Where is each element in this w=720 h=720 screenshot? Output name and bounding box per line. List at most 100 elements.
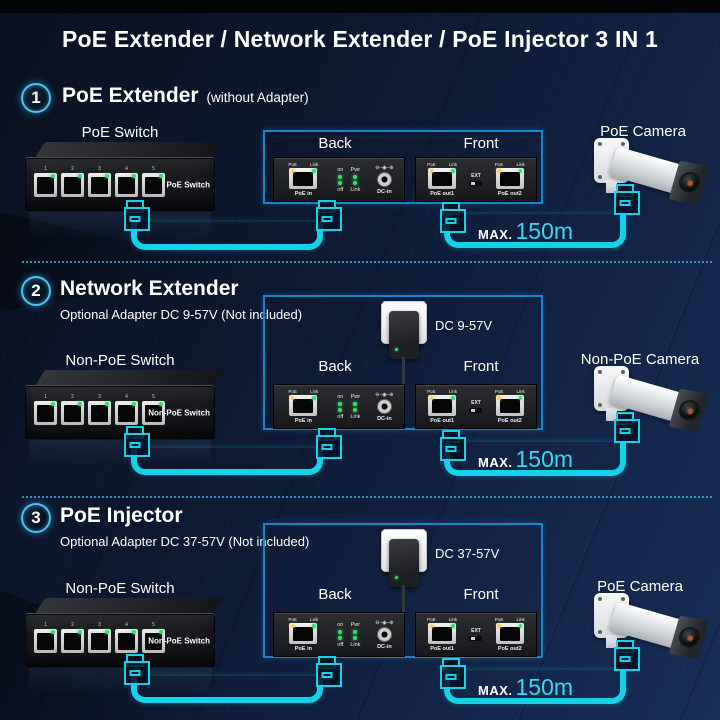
switch-port-row: 1 2 3 4 5 (34, 166, 165, 197)
ethernet-port-icon: 1 (34, 394, 57, 425)
poe-led-icon (429, 169, 434, 173)
camera-arm (606, 408, 617, 421)
bullet-camera (588, 364, 716, 436)
poe-led-icon (290, 396, 295, 400)
camera-arm (606, 635, 617, 648)
adapter-led-icon (395, 348, 398, 351)
ethernet-plug-icon (614, 184, 640, 215)
link-led-icon (451, 169, 455, 173)
switch-label: PoE Switch (81, 124, 159, 141)
dc-jack-icon (376, 398, 392, 414)
rj45-port-icon (495, 395, 524, 416)
section-number-badge: 1 (21, 83, 51, 113)
ext-switch: EXT (469, 628, 483, 641)
link-led-icon (312, 396, 316, 400)
status-led-icon (338, 629, 343, 634)
port-led-icon (159, 402, 163, 406)
port-led-icon (78, 402, 82, 406)
ethernet-port-icon: 5 (142, 394, 165, 425)
screw-icon (621, 370, 625, 374)
section-poe-injector: 3 PoE Injector Optional Adapter DC 37-57… (0, 500, 720, 720)
camera-lens-icon (676, 398, 703, 423)
ethernet-plug-icon (614, 412, 640, 443)
power-adapter (389, 311, 419, 359)
port-led-icon (132, 402, 136, 406)
port-name: PoE out2 (497, 191, 522, 197)
poe-led-label: PoE (288, 162, 297, 167)
switch-front-panel: 1 2 3 4 5 PoE Switch (25, 157, 215, 211)
screw-icon (598, 175, 602, 179)
poe-led-label: PoE (494, 617, 504, 622)
port-led-icon (51, 174, 55, 178)
rj45-port-icon (428, 395, 457, 416)
rj45-port-icon (289, 623, 318, 644)
section-header: PoE Extender (without Adapter) (62, 84, 309, 108)
ethernet-cable (131, 448, 323, 475)
section-heading: PoE Injector (60, 504, 183, 527)
ethernet-port-icon: 1 (34, 622, 57, 653)
link-led-label: Link (516, 389, 525, 394)
front-view-label: Front (463, 358, 499, 375)
polarity-icon: ⊖–◉–⊕ (375, 164, 394, 171)
status-led-icon (353, 174, 358, 179)
poe-led-label: PoE (494, 389, 504, 394)
switch-label: Non-PoE Switch (65, 580, 175, 597)
screw-icon (598, 142, 602, 146)
dc-in-jack: ⊖–◉–⊕ DC-in (375, 620, 393, 650)
section-number: 2 (31, 281, 41, 300)
distance-value: 150m (515, 446, 574, 472)
ethernet-port-icon: 2 (61, 166, 84, 197)
port-name: PoE out2 (497, 418, 522, 424)
poe-led-icon (429, 396, 434, 400)
page-title: PoE Extender / Network Extender / PoE In… (62, 26, 658, 52)
port-led-icon (51, 402, 55, 406)
section-heading: PoE Extender (62, 84, 199, 107)
ethernet-port-icon: 2 (61, 622, 84, 653)
ethernet-plug-icon (124, 200, 150, 231)
poe-out2-port: PoE Link PoE out2 (491, 389, 529, 424)
back-view-label: Back (318, 358, 352, 375)
ethernet-plug-icon (440, 202, 466, 233)
port-led-icon (105, 630, 109, 634)
ethernet-plug-icon (440, 430, 466, 461)
power-cord (402, 585, 405, 631)
poe-led-icon (497, 624, 501, 628)
switch-device-text: Non-PoE Switch (148, 408, 210, 417)
ethernet-plug-icon (316, 656, 342, 687)
rj45-port-icon (289, 395, 318, 416)
status-led-icon (353, 635, 358, 640)
poe-led-icon (290, 169, 295, 173)
port-name: PoE out1 (430, 418, 455, 424)
status-led-icon (353, 401, 358, 406)
non-poe-switch-device: 1 2 3 4 5 Non-PoE Switch (25, 370, 223, 466)
max-distance: MAX. 150m (478, 446, 574, 472)
section-note: (without Adapter) (206, 90, 309, 105)
rj45-port-icon (428, 168, 457, 189)
bullet-camera (588, 136, 716, 208)
port-name: PoE in (294, 191, 312, 197)
poe-led-label: PoE (288, 389, 297, 394)
max-distance: MAX. 150m (478, 218, 574, 244)
switch-front-panel: 1 2 3 4 5 Non-PoE Switch (25, 613, 215, 667)
poe-led-label: PoE (427, 389, 436, 394)
link-led-icon (518, 624, 523, 628)
link-led-label: Link (448, 389, 458, 394)
link-led-icon (451, 624, 455, 628)
screw-icon (598, 597, 602, 601)
ethernet-plug-icon (614, 640, 640, 671)
dc-jack-icon (376, 171, 392, 187)
rj45-port-icon (289, 168, 318, 189)
link-led-label: Link (448, 617, 458, 622)
camera-label: PoE Camera (597, 578, 683, 595)
port-name: PoE out1 (430, 191, 455, 197)
port-name: PoE in (294, 418, 312, 424)
screw-icon (598, 630, 602, 634)
poe-out1-port: PoE Link PoE out1 (423, 389, 461, 424)
